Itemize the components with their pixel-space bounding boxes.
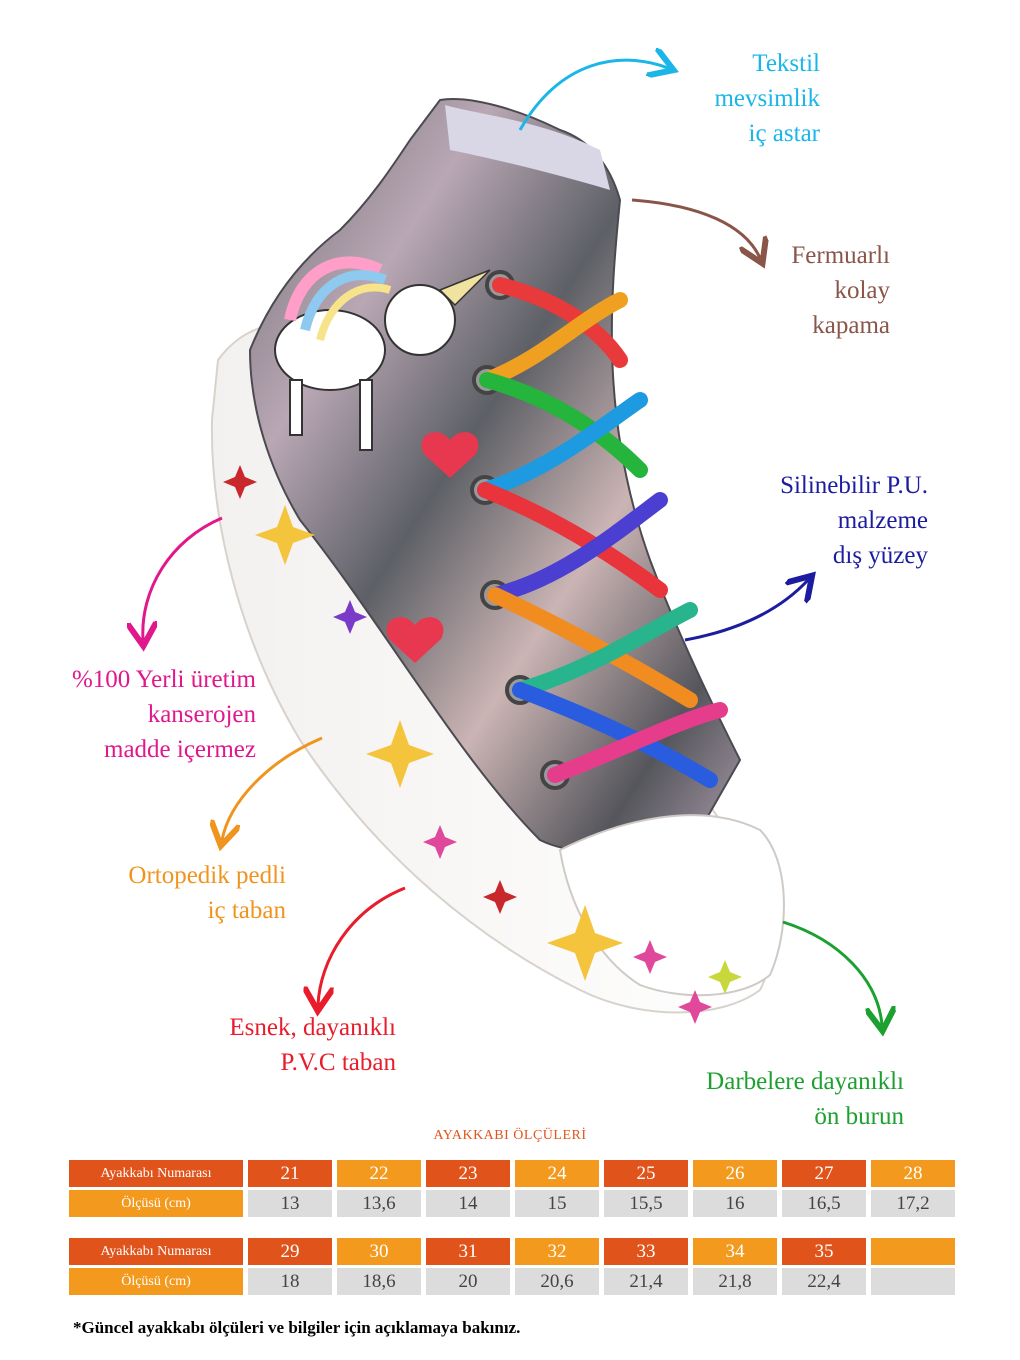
toe-cap [558, 814, 785, 997]
rainbow-laces [477, 277, 728, 788]
size-chart: Ayakkabı Numarası 21 22 23 24 25 26 27 2… [69, 1160, 961, 1298]
size-number-label: Ayakkabı Numarası [69, 1160, 243, 1187]
cm-cell: 18 [248, 1268, 332, 1295]
size-cm-row: Ölçüsü (cm) 13 13,6 14 15 15,5 16 16,5 1… [69, 1190, 961, 1217]
callout-yerli: %100 Yerli üretim kanserojen madde içerm… [40, 662, 256, 767]
arrow-cyan [518, 60, 668, 131]
sole-stars [223, 465, 742, 1024]
callout-line: dış yüzey [832, 542, 928, 569]
callout-line: iç astar [748, 120, 820, 147]
cm-cell: 21,4 [604, 1268, 688, 1295]
callout-line: ön burun [814, 1103, 904, 1130]
size-cell: 33 [604, 1238, 688, 1265]
size-cm-row: Ölçüsü (cm) 18 18,6 20 20,6 21,4 21,8 22… [69, 1268, 961, 1295]
cm-cell: 13 [248, 1190, 332, 1217]
callout-line: kapama [812, 312, 890, 339]
size-cell: 29 [248, 1238, 332, 1265]
cm-cell: 18,6 [337, 1268, 421, 1295]
size-cell: 35 [782, 1238, 866, 1265]
callout-line: madde içermez [104, 736, 256, 763]
cm-cell: 16,5 [782, 1190, 866, 1217]
size-cell [871, 1238, 955, 1265]
callout-line: kanserojen [147, 701, 256, 728]
callout-darbe: Darbelere dayanıklı ön burun [660, 1064, 904, 1134]
size-cell: 23 [426, 1160, 510, 1187]
size-cell: 27 [782, 1160, 866, 1187]
cm-cell: 20 [426, 1268, 510, 1295]
size-cell: 31 [426, 1238, 510, 1265]
size-cm-label: Ölçüsü (cm) [69, 1190, 243, 1217]
arrow-red [318, 886, 406, 1005]
footnote: *Güncel ayakkabı ölçüleri ve bilgiler iç… [73, 1318, 521, 1337]
cm-cell: 22,4 [782, 1268, 866, 1295]
callout-line: Tekstil [752, 50, 820, 77]
callout-line: P.V.C taban [280, 1049, 396, 1076]
size-cell: 25 [604, 1160, 688, 1187]
size-cell: 21 [248, 1160, 332, 1187]
arrow-pink [143, 516, 223, 640]
arrow-green [782, 920, 882, 1025]
callout-ortopedik: Ortopedik pedli iç taban [80, 858, 286, 928]
arrow-orange [222, 736, 323, 840]
arrow-navy [684, 580, 808, 642]
cm-cell [871, 1268, 955, 1295]
callout-line: Silinebilir P.U. [780, 472, 928, 499]
cm-cell: 17,2 [871, 1190, 955, 1217]
callout-line: Esnek, dayanıklı [229, 1014, 396, 1041]
size-cell: 24 [515, 1160, 599, 1187]
cm-cell: 16 [693, 1190, 777, 1217]
size-cell: 32 [515, 1238, 599, 1265]
size-number-row: Ayakkabı Numarası 21 22 23 24 25 26 27 2… [69, 1160, 961, 1187]
callout-silinebilir: Silinebilir P.U. malzeme dış yüzey [740, 468, 928, 573]
cm-cell: 21,8 [693, 1268, 777, 1295]
cm-cell: 13,6 [337, 1190, 421, 1217]
callout-esnek: Esnek, dayanıklı P.V.C taban [190, 1010, 396, 1080]
cm-cell: 20,6 [515, 1268, 599, 1295]
heart-graphic [421, 432, 479, 478]
cm-cell: 15 [515, 1190, 599, 1217]
callout-tekstil: Tekstil mevsimlik iç astar [680, 46, 820, 151]
product-illustration [0, 0, 1020, 1130]
size-cm-label: Ölçüsü (cm) [69, 1268, 243, 1295]
callout-line: mevsimlik [714, 85, 820, 112]
callout-line: Fermuarlı [791, 242, 890, 269]
size-number-label: Ayakkabı Numarası [69, 1238, 243, 1265]
arrow-brown [631, 198, 760, 258]
size-number-row: Ayakkabı Numarası 29 30 31 32 33 34 35 [69, 1238, 961, 1265]
collar-lining [445, 105, 610, 190]
size-chart-title: AYAKKABI ÖLÇÜLERİ [433, 1128, 587, 1143]
heart-graphic [386, 617, 444, 663]
callout-line: Darbelere dayanıklı [706, 1068, 904, 1095]
unicorn-graphic [274, 256, 491, 451]
size-cell: 22 [337, 1160, 421, 1187]
cm-cell: 14 [426, 1190, 510, 1217]
callout-line: %100 Yerli üretim [71, 666, 256, 693]
callout-line: kolay [834, 277, 890, 304]
callout-line: malzeme [837, 507, 928, 534]
size-cell: 34 [693, 1238, 777, 1265]
size-cell: 26 [693, 1160, 777, 1187]
size-cell: 28 [871, 1160, 955, 1187]
size-cell: 30 [337, 1238, 421, 1265]
callout-line: Ortopedik pedli [128, 862, 286, 889]
callout-line: iç taban [207, 897, 286, 924]
cm-cell: 15,5 [604, 1190, 688, 1217]
callout-fermuar: Fermuarlı kolay kapama [740, 238, 890, 343]
